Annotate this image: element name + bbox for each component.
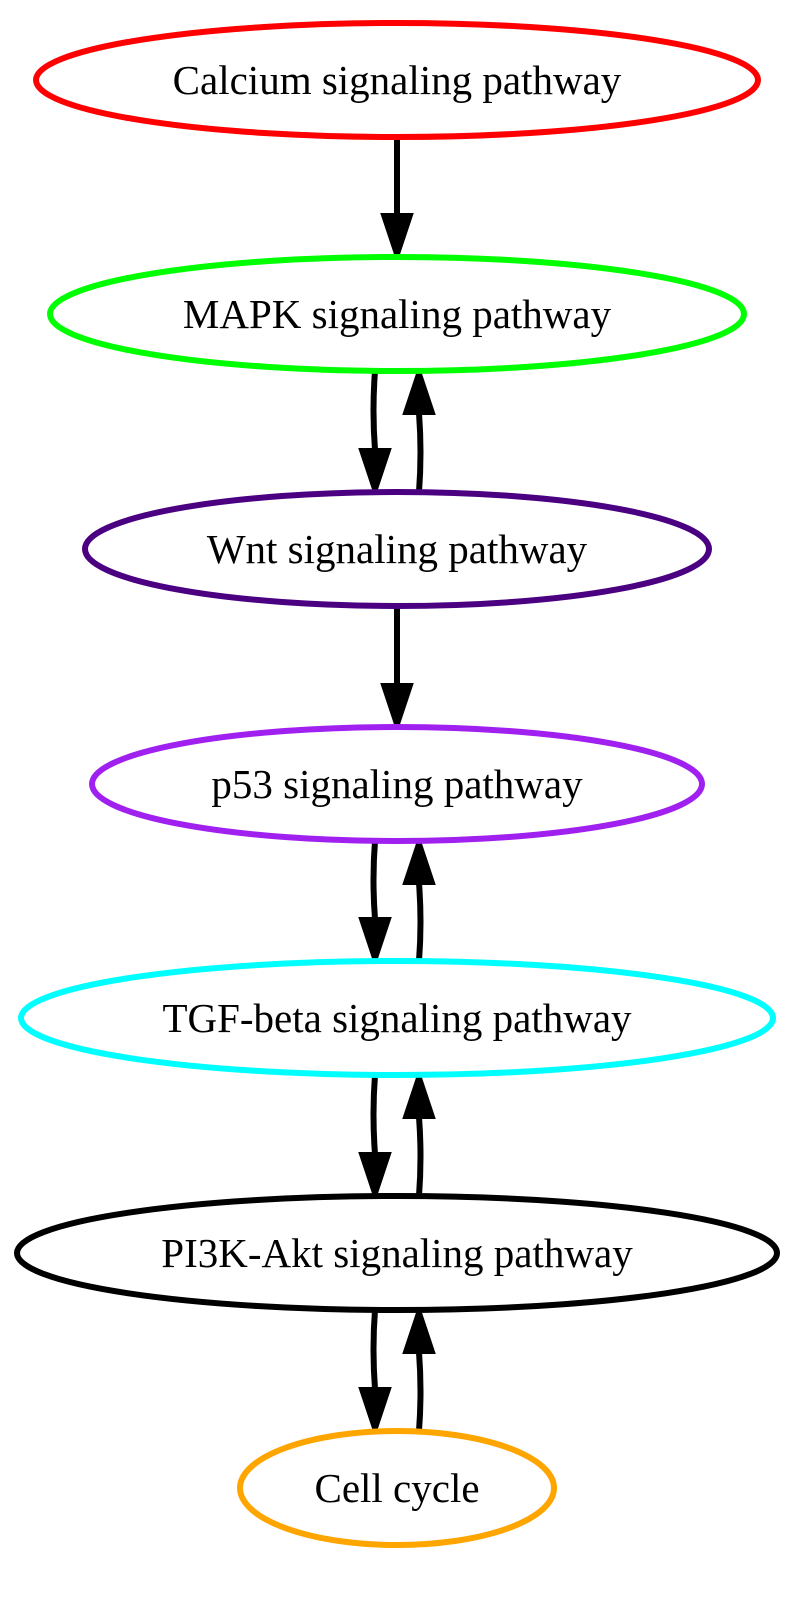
node-wnt-ellipse [82,489,712,609]
arrowhead [402,1068,436,1119]
arrowhead [358,448,392,499]
node-tgfbeta-ellipse [18,958,776,1078]
node-pi3kakt-label: PI3K-Akt signaling pathway [161,1230,633,1276]
arrowhead [402,1303,436,1354]
node-cellcycle-label: Cell cycle [314,1465,479,1511]
edge-p53-to-tgfbeta [358,840,392,968]
edge-line [416,882,424,962]
node-mapk-ellipse [47,254,747,374]
node-p53: p53 signaling pathway [89,724,705,844]
node-calcium: Calcium signaling pathway [33,20,761,140]
node-mapk-label: MAPK signaling pathway [183,291,612,337]
edge-line [370,370,378,451]
node-pi3kakt: PI3K-Akt signaling pathway [14,1193,780,1313]
node-mapk: MAPK signaling pathway [47,254,747,374]
edge-pi3kakt-to-tgfbeta [402,1068,436,1197]
edge-line [370,1309,378,1390]
edge-tgfbeta-to-pi3kakt [358,1074,392,1203]
edge-line [370,1074,378,1155]
node-tgfbeta-label: TGF-beta signaling pathway [162,995,632,1041]
edge-calcium-to-mapk [380,137,414,264]
edge-mapk-to-wnt [358,370,392,499]
node-cellcycle: Cell cycle [237,1428,557,1548]
node-wnt-label: Wnt signaling pathway [207,526,588,572]
arrowhead [358,1387,392,1438]
node-tgfbeta: TGF-beta signaling pathway [18,958,776,1078]
node-calcium-ellipse [33,20,761,140]
node-pi3kakt-ellipse [14,1193,780,1313]
edge-line [370,840,378,920]
arrowhead [402,834,436,885]
node-cellcycle-ellipse [237,1428,557,1548]
edge-pi3kakt-to-cellcycle [358,1309,392,1438]
edge-line [416,1351,424,1432]
node-p53-label: p53 signaling pathway [211,761,583,807]
node-wnt: Wnt signaling pathway [82,489,712,609]
arrowhead [380,683,414,734]
edge-line [416,412,424,493]
edge-wnt-to-mapk [402,364,436,493]
edge-line [416,1116,424,1197]
edge-tgfbeta-to-p53 [402,834,436,962]
edges-layer [358,137,436,1438]
arrowhead [358,917,392,968]
arrowhead [380,213,414,264]
arrowhead [358,1152,392,1203]
edge-wnt-to-p53 [380,606,414,734]
edge-cellcycle-to-pi3kakt [402,1303,436,1432]
node-p53-ellipse [89,724,705,844]
node-calcium-label: Calcium signaling pathway [173,57,622,103]
arrowhead [402,364,436,415]
